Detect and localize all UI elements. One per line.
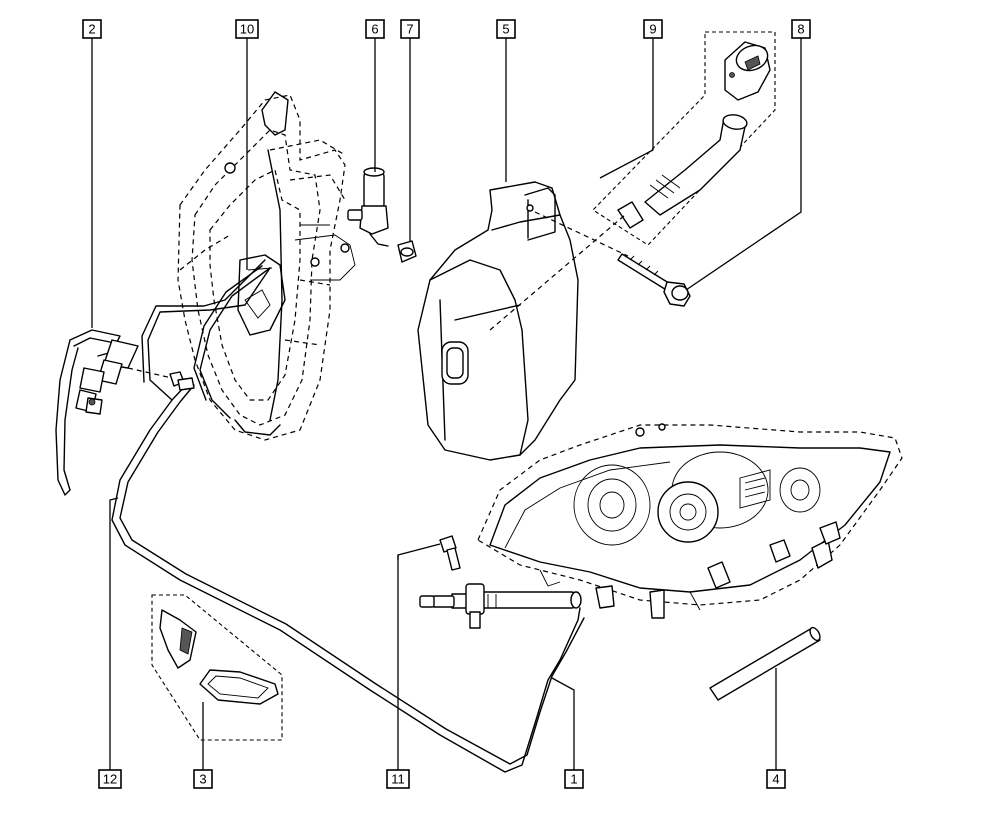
callout-3-label: 3	[199, 772, 206, 787]
sensor-screw-axis	[127, 367, 173, 379]
body-panel-dashed-outline	[177, 94, 346, 441]
callout-11-label: 11	[391, 772, 405, 787]
long-bolt	[617, 253, 691, 307]
bolt-axis-line	[534, 211, 629, 257]
callout-7-label: 7	[406, 22, 413, 37]
callout-10: 10	[235, 19, 259, 39]
callout-11: 11	[386, 769, 410, 789]
callout-4: 4	[766, 769, 786, 789]
washer-hose-routing	[111, 259, 585, 773]
callout-6-label: 6	[371, 22, 378, 37]
washer-jet-screw	[439, 535, 461, 571]
callout-12-label: 12	[103, 772, 117, 787]
headlamp-washer-sensor	[55, 329, 139, 496]
callout-8-label: 8	[797, 22, 804, 37]
callout-2: 2	[82, 19, 102, 39]
body-panel-solid-edges	[224, 91, 356, 436]
callout-9: 9	[643, 19, 663, 39]
callout-1-label: 1	[570, 772, 577, 787]
washer-reservoir	[417, 181, 579, 461]
leader-lines	[91, 38, 802, 770]
headlamp-unit	[477, 423, 903, 619]
filler-neck-assembly	[592, 31, 776, 246]
callout-1: 1	[564, 769, 584, 789]
pump-grommet	[397, 240, 417, 263]
callout-3: 3	[193, 769, 213, 789]
callout-7: 7	[400, 19, 420, 39]
callout-5: 5	[496, 19, 516, 39]
callout-2-label: 2	[88, 22, 95, 37]
hose-section	[709, 626, 821, 701]
callout-8: 8	[791, 19, 811, 39]
callout-9-label: 9	[649, 22, 656, 37]
sensor-screw	[169, 371, 195, 391]
washer-pump	[347, 167, 389, 247]
callout-10-label: 10	[240, 22, 254, 37]
callout-4-label: 4	[772, 772, 779, 787]
headlamp-washer-jet	[419, 583, 582, 629]
jet-trim-covers	[151, 594, 283, 741]
filler-cap	[724, 41, 771, 101]
callout-6: 6	[365, 19, 385, 39]
neck-axis-line	[489, 214, 626, 331]
callout-5-label: 5	[502, 22, 509, 37]
callout-12: 12	[98, 769, 122, 789]
